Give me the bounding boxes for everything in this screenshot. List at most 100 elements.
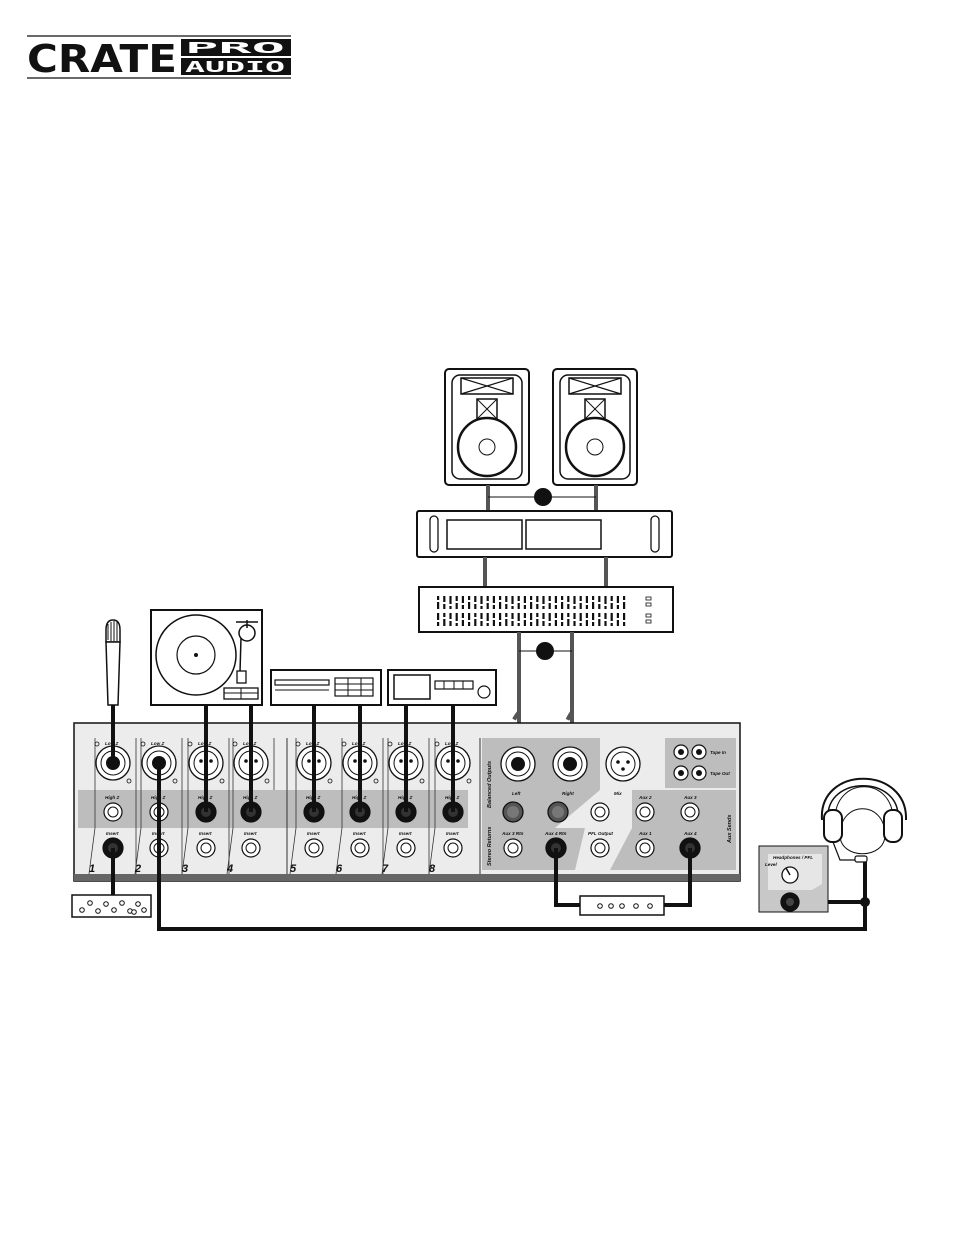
microphone bbox=[105, 619, 121, 706]
xlr-output-right[interactable] bbox=[552, 746, 588, 782]
eq-slider bbox=[567, 613, 570, 626]
channel-number: 5 bbox=[290, 863, 297, 875]
insert-jack-ch7[interactable] bbox=[396, 838, 416, 858]
eq-slider bbox=[561, 596, 564, 609]
aux-effects-unit bbox=[579, 895, 665, 916]
effects-knob bbox=[111, 907, 117, 913]
turntable bbox=[150, 609, 263, 706]
eq-slider bbox=[517, 613, 520, 626]
eq-slider bbox=[499, 613, 502, 626]
insert-label: Insert bbox=[199, 831, 212, 836]
jack-aux3[interactable] bbox=[680, 802, 700, 822]
insert-jack-ch4[interactable] bbox=[241, 838, 261, 858]
eq-slider bbox=[437, 613, 440, 626]
eq-slider bbox=[598, 613, 601, 626]
aux2-label: Aux 2 bbox=[638, 795, 652, 800]
aux-sends-label: Aux Sends bbox=[727, 815, 733, 844]
effects-knob bbox=[103, 901, 109, 907]
eq-slider bbox=[592, 596, 595, 609]
jack-aux2[interactable] bbox=[635, 802, 655, 822]
aux3-rtn-label: Aux 3 Rtn bbox=[501, 831, 524, 836]
jack-right-quarter[interactable] bbox=[547, 801, 569, 823]
right-output-label: Right bbox=[562, 791, 574, 796]
eq-slider bbox=[468, 613, 471, 626]
speaker-cables bbox=[486, 485, 598, 512]
insert-jack-ch5[interactable] bbox=[304, 838, 324, 858]
eq-slider bbox=[554, 596, 557, 609]
jack-pfl-output[interactable] bbox=[590, 838, 610, 858]
low-z-label: Low Z bbox=[151, 741, 164, 746]
cable-junction-dot bbox=[534, 488, 552, 506]
xlr-input-ch1[interactable] bbox=[94, 741, 132, 784]
eq-slider bbox=[437, 596, 440, 609]
eq-slider bbox=[499, 596, 502, 609]
jack-aux1[interactable] bbox=[635, 838, 655, 858]
effects-knob bbox=[131, 909, 137, 915]
eq-slider bbox=[536, 613, 539, 626]
eq-slider bbox=[623, 596, 626, 609]
effects-knob bbox=[79, 907, 85, 913]
eq-slider bbox=[604, 596, 607, 609]
eq-slider bbox=[530, 596, 533, 609]
speaker-left bbox=[444, 368, 530, 486]
effects-knob bbox=[119, 900, 125, 906]
channel-number: 6 bbox=[336, 863, 343, 875]
aux1-label: Aux 1 bbox=[638, 831, 652, 836]
eq-slider bbox=[455, 613, 458, 626]
insert-jack-ch8[interactable] bbox=[443, 838, 463, 858]
jack-mix-quarter[interactable] bbox=[590, 802, 610, 822]
eq-slider bbox=[610, 613, 613, 626]
eq-slider bbox=[480, 596, 483, 609]
tape-deck bbox=[387, 669, 497, 706]
effects-knob bbox=[141, 907, 147, 913]
eq-slider bbox=[468, 596, 471, 609]
eq-slider bbox=[592, 613, 595, 626]
tape-out-label: Tape Out bbox=[710, 771, 730, 776]
logo-crate-text: CRATE bbox=[27, 37, 177, 79]
eq-slider bbox=[561, 613, 564, 626]
eq-slider bbox=[542, 596, 545, 609]
jack-left-quarter[interactable] bbox=[502, 801, 524, 823]
aux4-label: Aux 4 bbox=[683, 831, 697, 836]
channel-number: 7 bbox=[382, 863, 389, 875]
eq-slider bbox=[511, 596, 514, 609]
channel-number: 4 bbox=[226, 863, 233, 875]
cable-junction-dot bbox=[860, 897, 870, 907]
cd-player bbox=[270, 669, 382, 706]
jack-aux3-rtn[interactable] bbox=[503, 838, 523, 858]
high-z-jack-ch1[interactable] bbox=[103, 802, 123, 822]
eq-slider bbox=[530, 613, 533, 626]
insert-jack-ch3[interactable] bbox=[196, 838, 216, 858]
master-section: Balanced Outputs Stereo Returns Aux Send… bbox=[487, 744, 733, 866]
cable-junction-dot bbox=[536, 642, 554, 660]
headphones-pfl-label: Headphones / PFL bbox=[773, 855, 813, 860]
high-z-label: High Z bbox=[105, 795, 119, 800]
insert-label: Insert bbox=[399, 831, 412, 836]
power-amplifier bbox=[416, 510, 673, 558]
eq-slider bbox=[585, 596, 588, 609]
insert-jack-ch6[interactable] bbox=[350, 838, 370, 858]
speaker-right bbox=[552, 368, 638, 486]
tape-rca-jacks[interactable] bbox=[673, 744, 707, 781]
effects-knob bbox=[87, 900, 93, 906]
mix-output-label: Mix bbox=[614, 791, 622, 796]
tape-in-label: Tape In bbox=[710, 750, 726, 755]
balanced-outputs-label: Balanced Outputs bbox=[487, 761, 493, 808]
headphones bbox=[820, 777, 908, 902]
xlr-output-left[interactable] bbox=[500, 746, 536, 782]
level-label: Level bbox=[765, 862, 777, 867]
eq-slider bbox=[461, 596, 464, 609]
aux4-rtn-label: Aux 4 Rtn bbox=[544, 831, 567, 836]
headphone-amp: Headphones / PFL Level bbox=[758, 845, 829, 913]
crate-pro-audio-logo: CRATE PRO AUDIO bbox=[27, 35, 291, 79]
eq-slider bbox=[623, 613, 626, 626]
insert-label: Insert bbox=[244, 831, 257, 836]
eq-slider bbox=[449, 596, 452, 609]
eq-slider bbox=[616, 596, 619, 609]
xlr-output-mix[interactable] bbox=[605, 746, 641, 782]
logo-audio-text: AUDIO bbox=[185, 58, 285, 76]
eq-slider bbox=[486, 613, 489, 626]
insert-label: Insert bbox=[353, 831, 366, 836]
